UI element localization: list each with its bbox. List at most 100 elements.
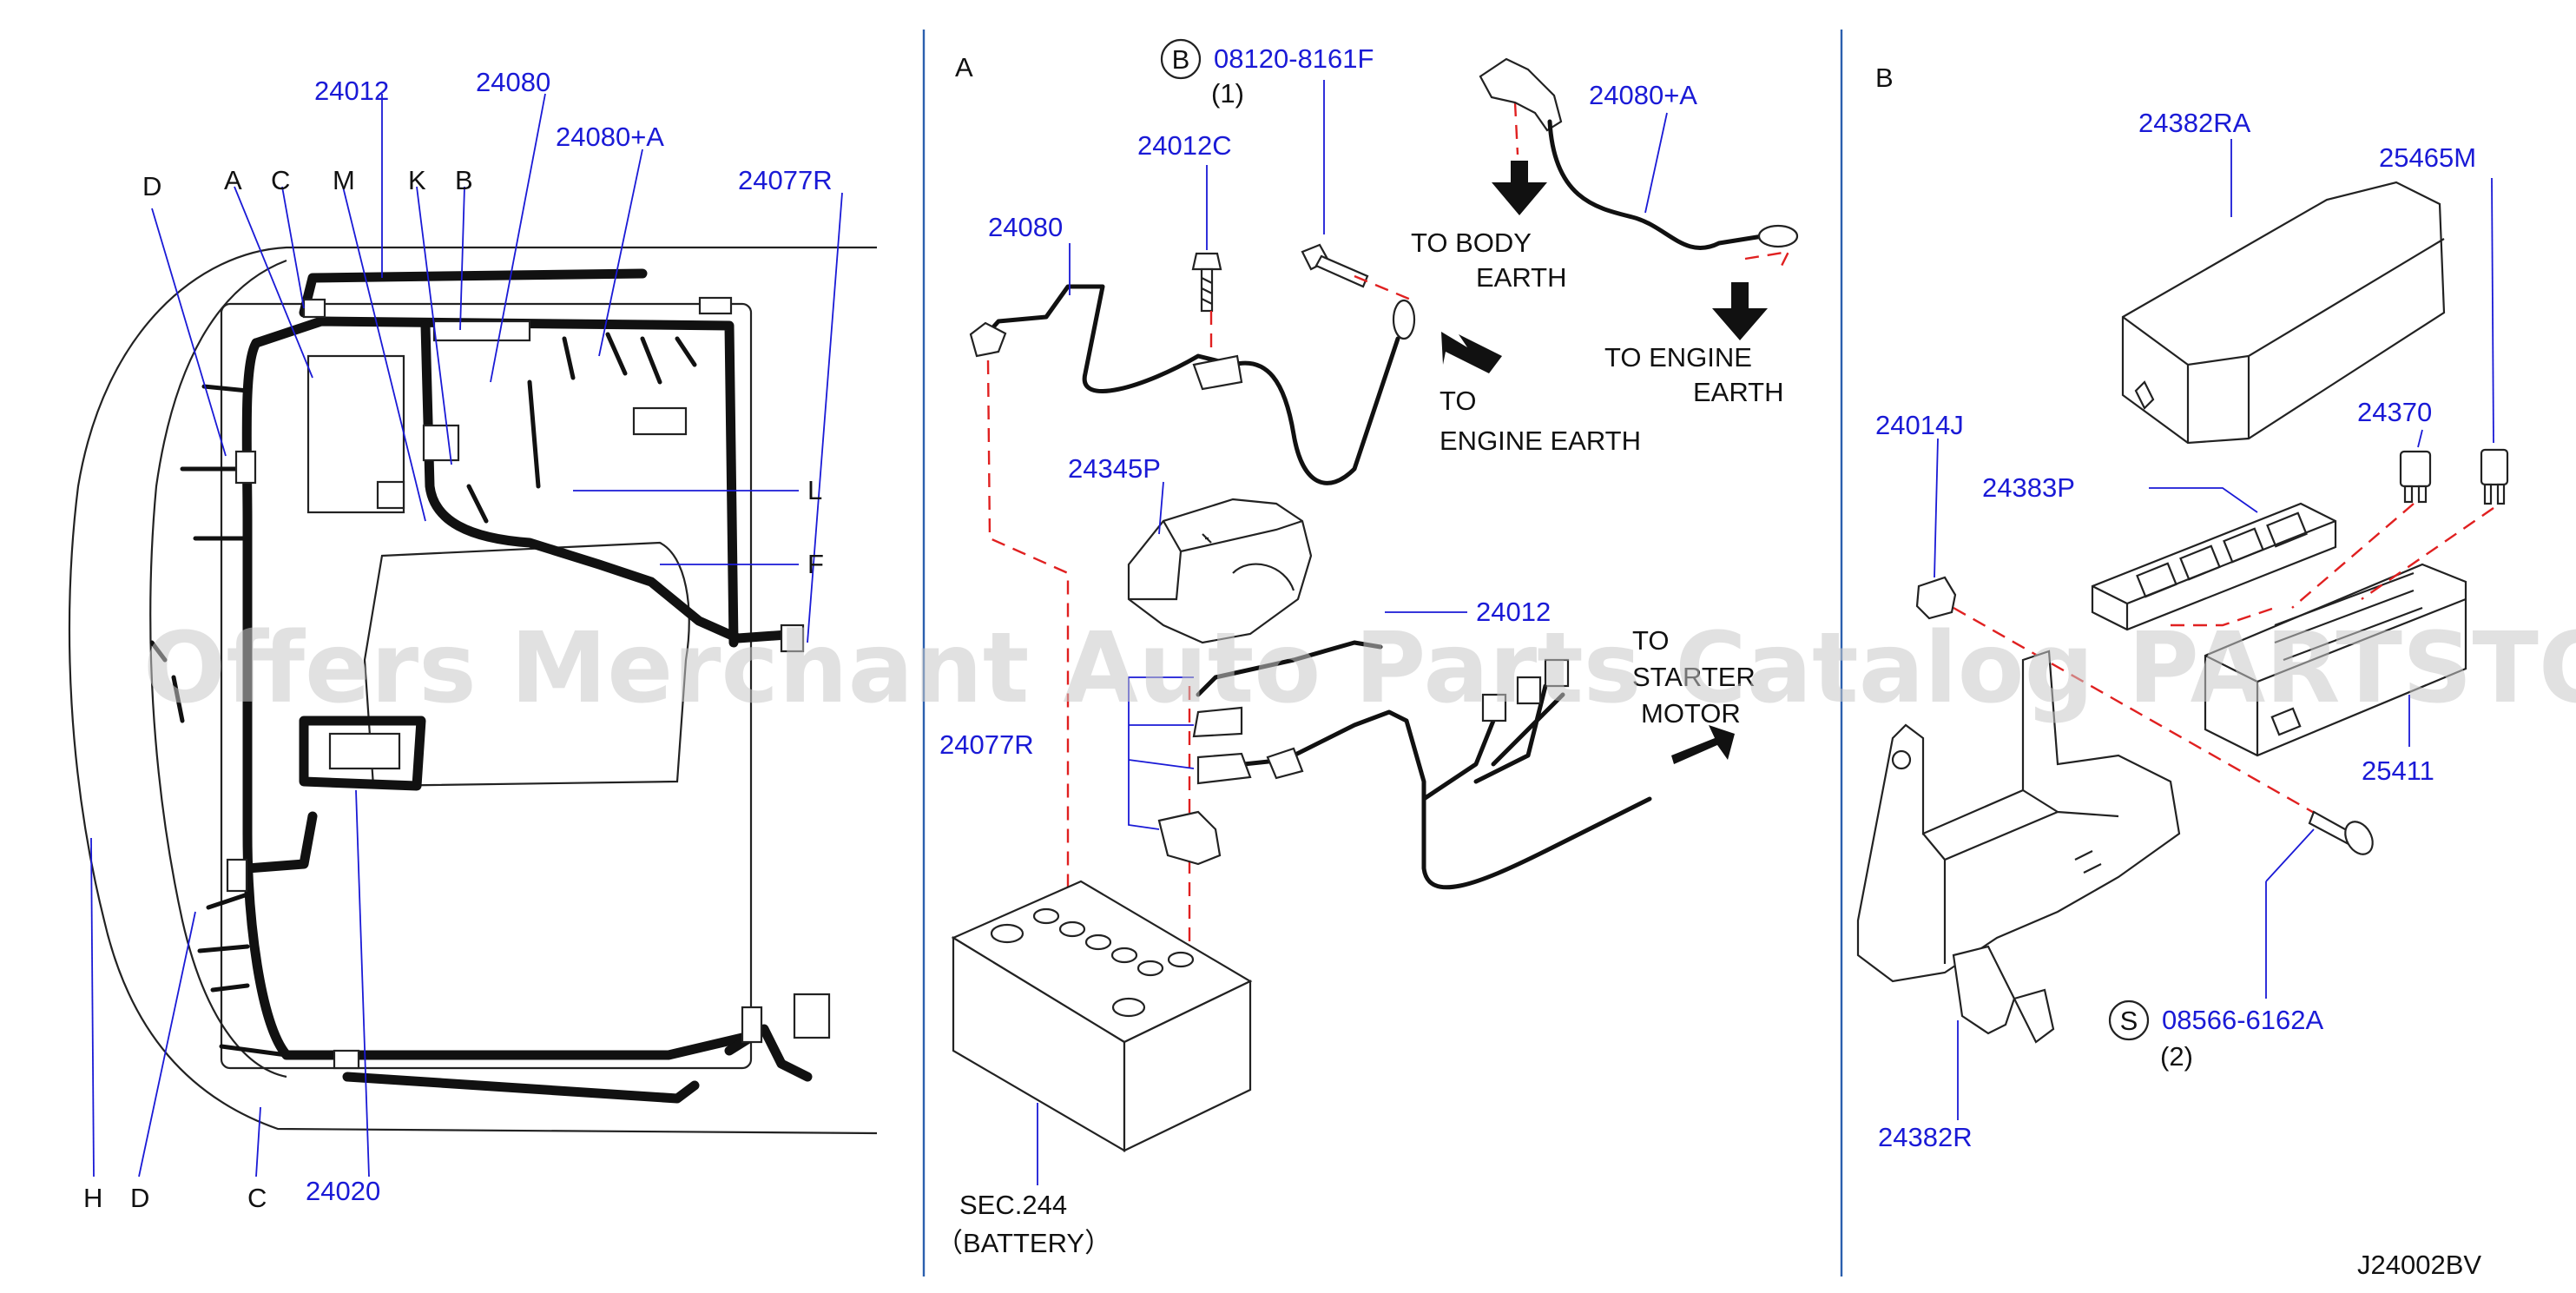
guide-24370 — [2291, 503, 2415, 609]
part-label-24012-mid[interactable]: 24012 — [1476, 597, 1551, 627]
fuse-box-cover-24382ra — [2121, 181, 2446, 445]
letter-l-side: L — [807, 475, 822, 505]
terminal-24077r-a — [1192, 706, 1243, 738]
note-to-engine-earth-a-2: EARTH — [1693, 377, 1784, 407]
leader-08566-b — [2265, 828, 2315, 882]
letter-m-top: M — [333, 165, 355, 195]
cable-24080 — [974, 284, 1400, 485]
harness-loop-mid — [299, 716, 426, 791]
part-label-24080[interactable]: 24080 — [476, 67, 550, 97]
screw-callout-circle — [2108, 999, 2150, 1041]
fuse-25465m — [2480, 448, 2509, 505]
part-label-24382r[interactable]: 24382R — [1878, 1122, 1973, 1152]
fuse-24370 — [2399, 450, 2432, 504]
cable-24012-main — [1200, 709, 1652, 890]
left-leaders — [90, 93, 843, 1178]
guide-relay — [2171, 606, 2276, 627]
clamp-24077r — [1157, 810, 1222, 866]
part-label-24382ra[interactable]: 24382RA — [2138, 108, 2251, 138]
harness-connectors — [226, 296, 831, 1070]
letter-b-top: B — [455, 165, 473, 195]
part-label-24345p[interactable]: 24345P — [1068, 453, 1161, 484]
cable-24012-branch — [1196, 640, 1383, 697]
leader-24383p — [2149, 487, 2258, 513]
bolt-08120 — [1301, 243, 1369, 288]
terminal-24077r-c — [1266, 747, 1304, 780]
section-b-label: B — [1875, 63, 1894, 93]
note-to-engine-earth-a-1: TO ENGINE — [1604, 342, 1752, 373]
leader-24370 — [2417, 429, 2423, 448]
part-label-24383p[interactable]: 24383P — [1982, 472, 2075, 503]
connector-starter-3 — [1544, 658, 1570, 688]
note-to-starter-2: STARTER — [1632, 662, 1756, 692]
part-label-24077r[interactable]: 24077R — [738, 165, 833, 195]
part-label-25465m[interactable]: 25465M — [2379, 142, 2476, 173]
harness-top-branches — [466, 332, 697, 524]
part-label-24020[interactable]: 24020 — [306, 1176, 380, 1206]
ring-terminal-24080a — [1757, 224, 1799, 248]
harness-side-stub — [149, 640, 185, 723]
note-to-starter-3: MOTOR — [1641, 698, 1741, 729]
watermark-text: Offers Merchant Auto Parts Catalog PARTS… — [143, 612, 2576, 725]
guide-24080a-top — [1513, 102, 1519, 155]
harness-cross-run — [420, 320, 804, 643]
screw-callout-symbol: S — [2120, 1006, 2138, 1036]
terminal-24080a-top — [1479, 57, 1563, 132]
bracket-24382r — [1856, 650, 2181, 1044]
screw-callout-qty: (2) — [2160, 1041, 2193, 1072]
part-label-24080-mid[interactable]: 24080 — [988, 212, 1063, 242]
battery-illustration — [951, 880, 1253, 1152]
leader-24077r — [1128, 676, 1195, 830]
part-label-24077r-mid[interactable]: 24077R — [939, 729, 1034, 760]
leader-25465m — [2491, 177, 2494, 444]
guide-25465m — [2361, 507, 2494, 600]
letter-d-top: D — [142, 171, 161, 201]
leader-24014j — [1934, 438, 1939, 578]
part-label-25411[interactable]: 25411 — [2362, 755, 2434, 786]
arrow-engine-earth-a — [1712, 282, 1768, 340]
part-label-24012c[interactable]: 24012C — [1137, 130, 1232, 161]
note-to-body-earth-2: EARTH — [1476, 262, 1567, 293]
arrow-starter-motor — [1671, 725, 1735, 764]
engine-block — [363, 541, 690, 788]
bolt-24012c — [1191, 252, 1222, 313]
fuse-block-25411 — [2204, 563, 2467, 757]
part-label-24080-a-mid[interactable]: 24080+A — [1589, 80, 1697, 110]
arrow-body-earth — [1492, 161, 1547, 215]
battery-name: （BATTERY） — [936, 1228, 1111, 1258]
letter-a-top: A — [224, 165, 242, 195]
guide-08120 — [1354, 274, 1412, 301]
drawing-code: J24002BV — [2357, 1250, 2481, 1280]
part-label-08120-8161f[interactable]: 08120-8161F — [1214, 43, 1374, 74]
part-label-24370[interactable]: 24370 — [2357, 397, 2432, 427]
letter-c-top: C — [271, 165, 290, 195]
relay-block-24383p — [2091, 502, 2337, 631]
part-label-24014j[interactable]: 24014J — [1875, 410, 1964, 440]
cover-24345p — [1127, 498, 1313, 644]
harness-bottom-run — [342, 1072, 700, 1104]
ring-terminal-24080 — [1392, 299, 1416, 340]
part-label-08566-6162a[interactable]: 08566-6162A — [2162, 1005, 2323, 1035]
part-label-24012[interactable]: 24012 — [314, 76, 389, 106]
letter-d-bottom: D — [130, 1183, 149, 1213]
harness-lower-branch — [242, 811, 318, 874]
connector-starter-2 — [1516, 676, 1542, 705]
letter-k-top: K — [408, 165, 426, 195]
middle-panel-section-a: A B 08120-8161F (1) 24012C 24080 — [936, 38, 1799, 1258]
right-panel-section-b: B 24382RA 25465M 24370 — [1856, 63, 2509, 1280]
bolt-callout-circle — [1160, 38, 1202, 80]
battery-sec-ref: SEC.244 — [959, 1190, 1067, 1220]
clip-24014j — [1915, 576, 1957, 620]
connector-starter-1 — [1481, 693, 1507, 722]
part-label-24080-a[interactable]: 24080+A — [556, 122, 664, 152]
cable-24080-a — [1547, 119, 1765, 250]
bolt-callout-qty: (1) — [1211, 78, 1244, 109]
terminal-24080-a — [969, 321, 1007, 358]
guide-clip-screw — [1953, 606, 2336, 827]
fender-outline — [149, 259, 287, 1079]
screw-08566 — [2308, 810, 2374, 855]
letter-f-side: F — [807, 549, 824, 579]
arrow-engine-earth-b — [1441, 332, 1502, 373]
